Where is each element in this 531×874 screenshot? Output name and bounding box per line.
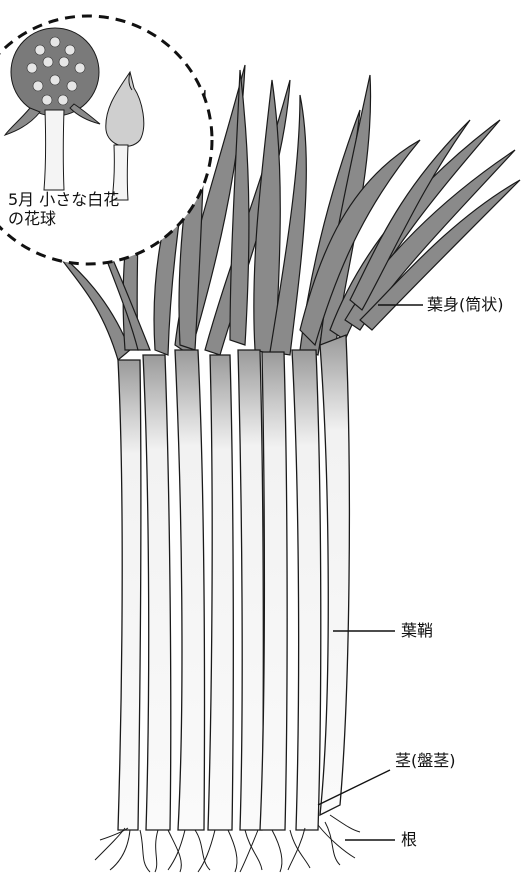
leaf-sheaths — [118, 335, 349, 830]
leaf-blade — [55, 250, 130, 360]
sheath — [143, 355, 171, 830]
label-leaf-blade: 葉身(筒状) — [427, 297, 504, 313]
sheath — [208, 355, 233, 830]
inset-caption-line1: 5月 小さな白花 — [8, 190, 119, 209]
sheath — [292, 350, 321, 830]
sheath — [175, 350, 204, 830]
sheath — [320, 335, 349, 815]
label-root: 根 — [401, 832, 417, 848]
inset-caption: 5月 小さな白花 の花球 — [8, 190, 119, 228]
label-leaf-sheath: 葉鞘 — [401, 623, 433, 639]
label-stem: 茎(盤茎) — [395, 753, 456, 769]
flower-stem — [44, 110, 64, 190]
sheath — [118, 360, 141, 830]
sheath — [238, 350, 263, 830]
inset-caption-line2: の花球 — [8, 209, 119, 228]
sheath — [260, 352, 287, 830]
